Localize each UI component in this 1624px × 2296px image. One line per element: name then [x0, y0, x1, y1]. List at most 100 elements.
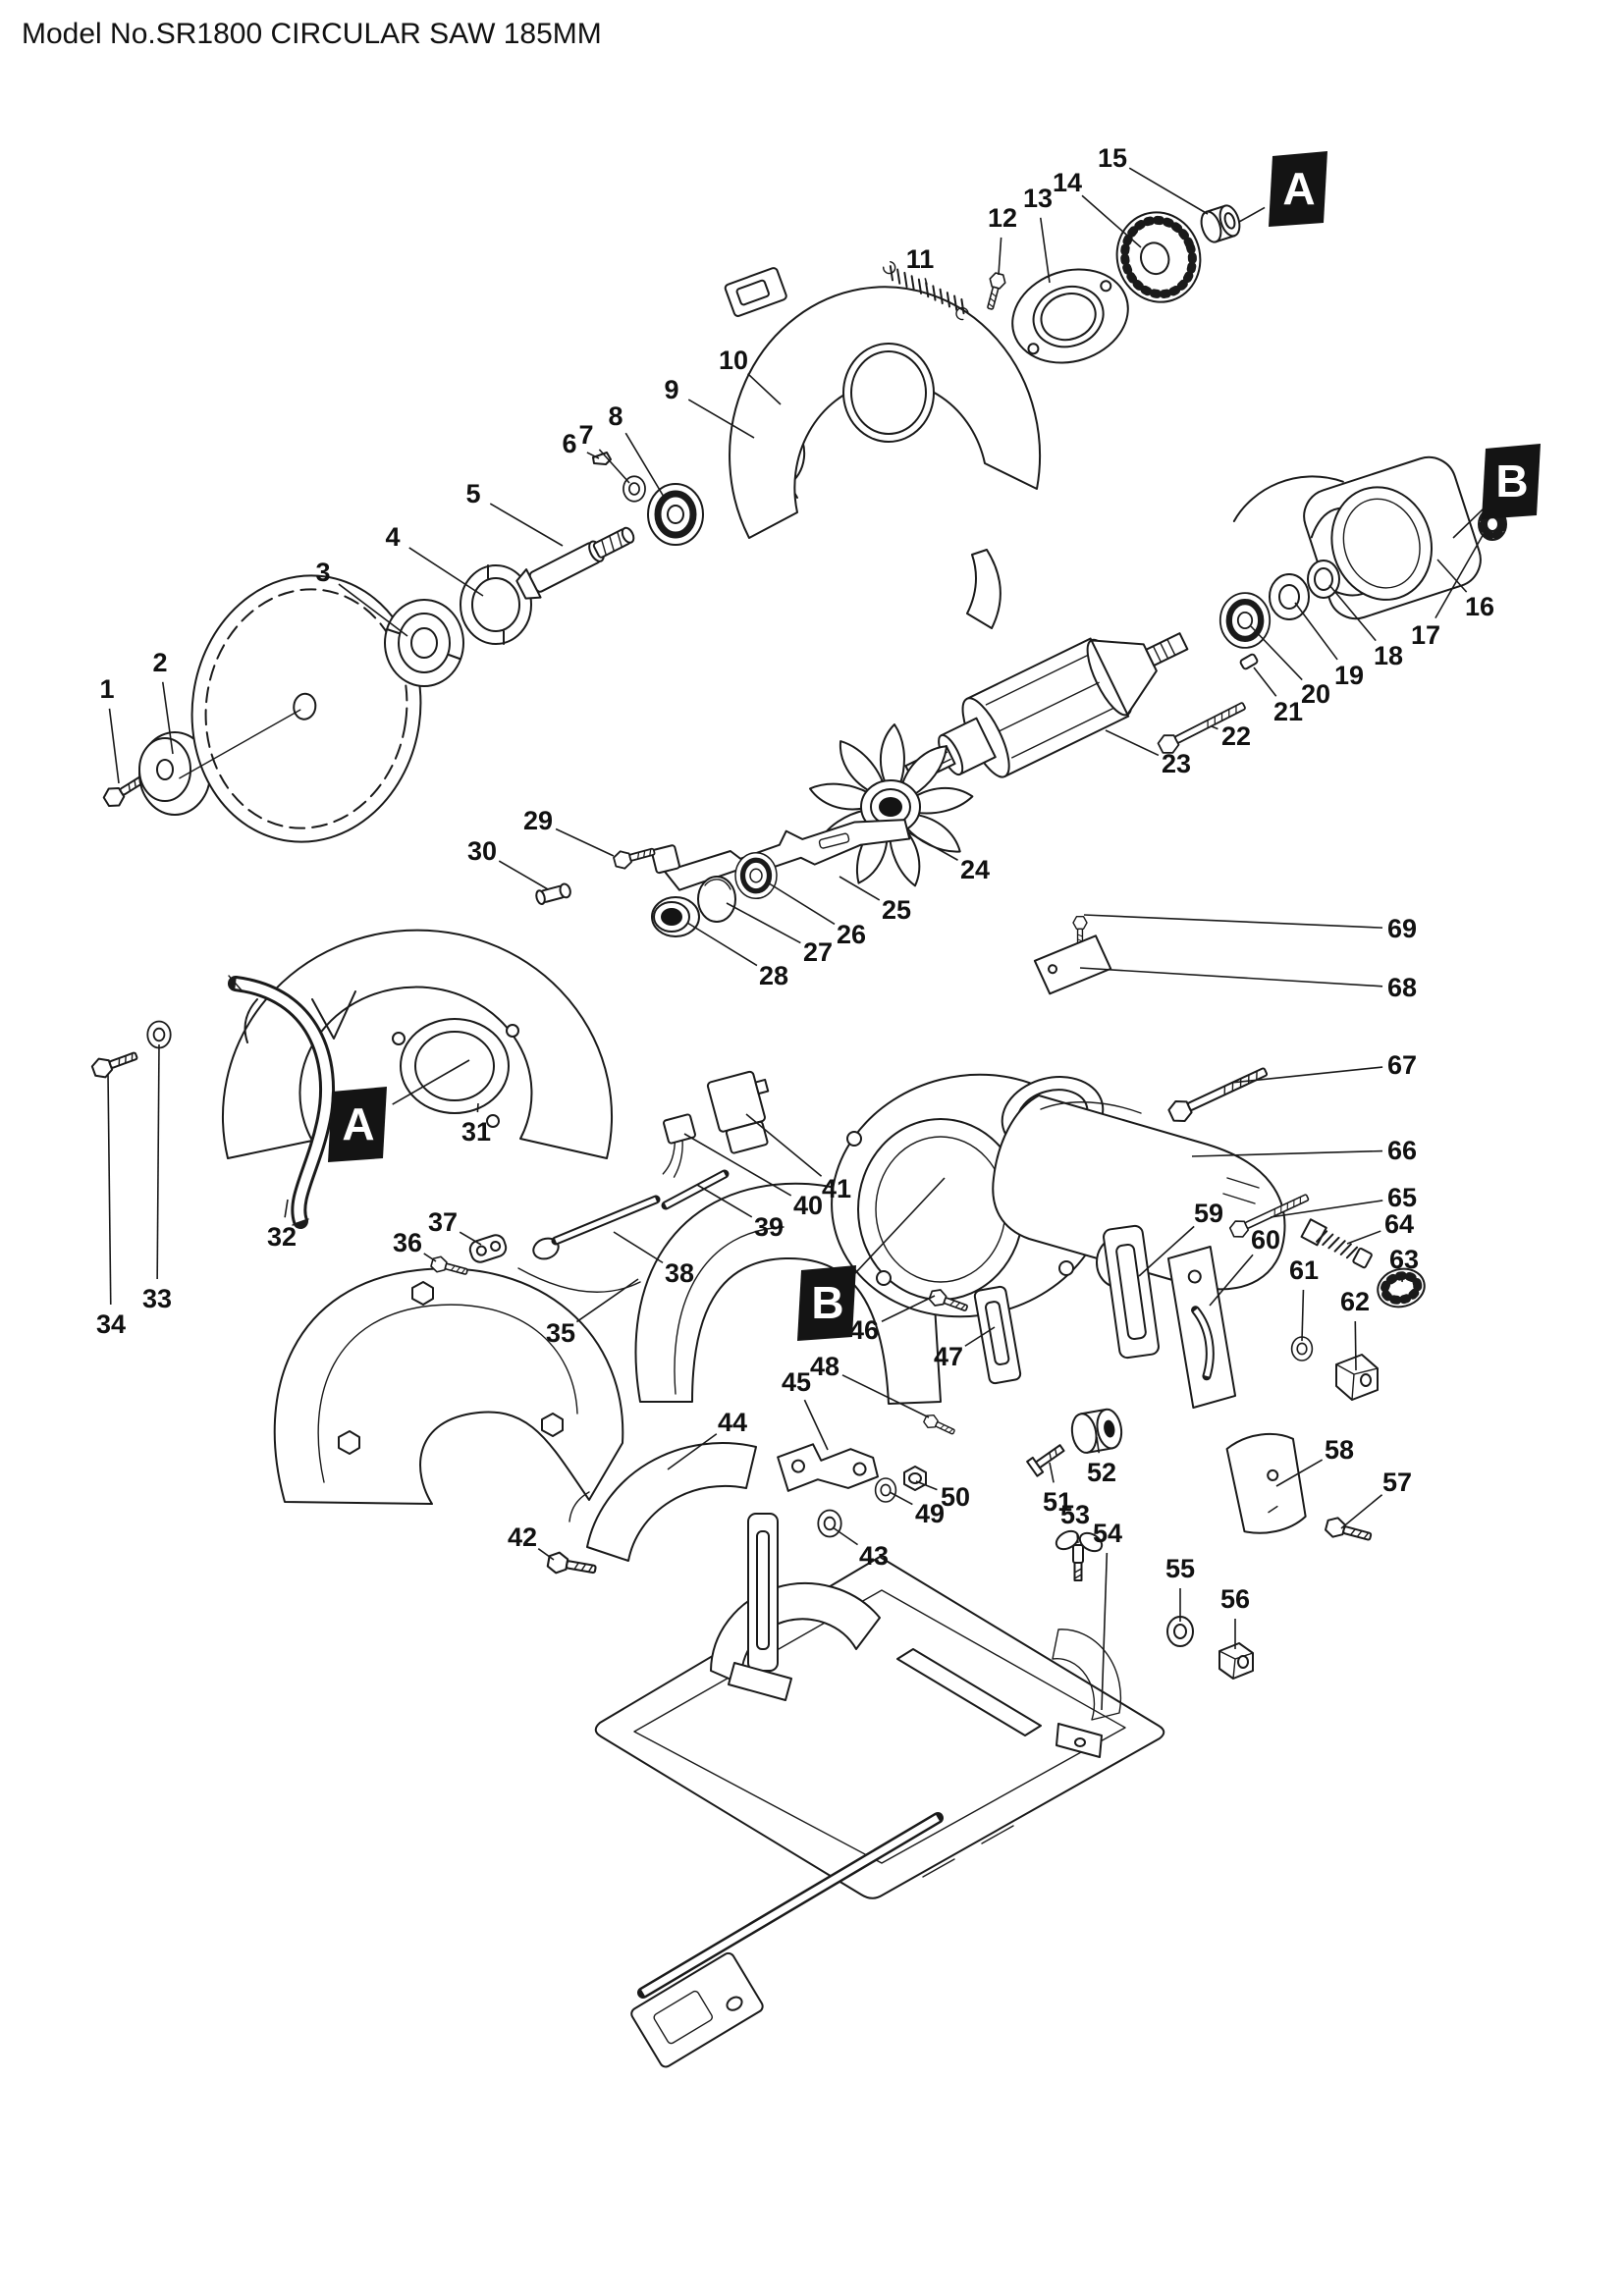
- ball-bearing-26: [735, 853, 777, 899]
- part-label-8: 8: [608, 401, 623, 431]
- leader-line-5: [489, 503, 564, 547]
- leader-line-45: [803, 1399, 829, 1451]
- part-label-44: 44: [718, 1408, 747, 1437]
- leader-line-22: [1211, 725, 1218, 730]
- part-label-18: 18: [1374, 641, 1403, 670]
- terminal-block-40: [662, 1113, 696, 1178]
- pin-30: [535, 882, 571, 905]
- stopper-plate-47: [973, 1285, 1022, 1385]
- leader-line-7: [598, 449, 630, 484]
- insulation-washer-27: [697, 876, 736, 923]
- part-label-7: 7: [578, 420, 593, 450]
- stator-16: [1232, 455, 1482, 620]
- leader-line-44: [667, 1433, 718, 1470]
- armature-23: [904, 632, 1189, 785]
- sleeve-bearing-15: [1200, 204, 1241, 243]
- part-label-17: 17: [1411, 620, 1440, 650]
- leader-line-29: [555, 828, 615, 857]
- section-marker-letter-B: B: [1495, 455, 1528, 507]
- part-label-21: 21: [1273, 697, 1303, 726]
- leader-line-58: [1275, 1459, 1324, 1487]
- part-label-22: 22: [1221, 721, 1251, 751]
- leader-line-19: [1294, 602, 1338, 661]
- part-label-58: 58: [1325, 1435, 1354, 1465]
- part-label-16: 16: [1465, 592, 1494, 621]
- screw-12: [981, 271, 1008, 312]
- leader-line-17: [1435, 531, 1486, 619]
- rubber-ring-28: [651, 896, 700, 937]
- section-marker-B: B: [1482, 444, 1541, 519]
- part-label-52: 52: [1087, 1458, 1116, 1487]
- plate-37: [468, 1234, 508, 1263]
- leader-line-20: [1250, 625, 1303, 681]
- part-label-57: 57: [1382, 1468, 1412, 1497]
- ball-bearing-20: [1220, 593, 1270, 648]
- handle-cover-35: [273, 1267, 624, 1505]
- part-label-9: 9: [664, 375, 678, 404]
- leader-line-25: [839, 876, 881, 901]
- leader-line-4: [408, 547, 484, 597]
- leader-line-46: [881, 1295, 936, 1322]
- leader-line-2: [161, 681, 174, 755]
- saw-blade: [179, 574, 422, 843]
- leader-line-50: [915, 1480, 938, 1491]
- part-label-24: 24: [960, 855, 990, 884]
- part-label-6: 6: [562, 429, 576, 458]
- part-label-69: 69: [1387, 914, 1417, 943]
- part-label-20: 20: [1301, 679, 1330, 709]
- leader-line-10: [747, 373, 782, 405]
- part-label-68: 68: [1387, 973, 1417, 1002]
- part-label-1: 1: [99, 674, 114, 704]
- name-plate-68: [1033, 934, 1112, 995]
- leader-line-59: [1138, 1225, 1195, 1277]
- marker-leader-A: [1238, 206, 1266, 223]
- bearing-retainer-13: [1011, 268, 1129, 364]
- part-label-19: 19: [1334, 661, 1364, 690]
- part-label-46: 46: [849, 1315, 879, 1345]
- part-label-50: 50: [941, 1482, 970, 1512]
- washer-49: [874, 1477, 897, 1503]
- leader-line-34: [107, 1073, 112, 1306]
- part-label-53: 53: [1060, 1500, 1090, 1529]
- leader-line-68: [1079, 967, 1383, 988]
- section-marker-A: A: [1269, 151, 1327, 227]
- part-label-39: 39: [754, 1212, 784, 1242]
- leader-line-37: [459, 1231, 482, 1246]
- part-label-3: 3: [315, 558, 330, 587]
- screw-57: [1323, 1515, 1375, 1548]
- leader-line-27: [726, 902, 801, 944]
- pivot-bracket-58: [1225, 1433, 1307, 1534]
- part-label-33: 33: [142, 1284, 172, 1313]
- part-label-55: 55: [1165, 1554, 1195, 1583]
- leader-line-65: [1270, 1200, 1383, 1218]
- part-label-60: 60: [1251, 1225, 1280, 1255]
- stopper-plate-59: [1103, 1224, 1160, 1360]
- part-label-65: 65: [1387, 1183, 1417, 1212]
- diagram-artwork: [89, 204, 1507, 2068]
- leader-line-69: [1083, 914, 1383, 929]
- inner-flange-3: [384, 599, 464, 687]
- bolt-67: [1165, 1060, 1272, 1127]
- spring-11: [883, 260, 969, 321]
- part-label-38: 38: [665, 1258, 694, 1288]
- leader-line-51: [1049, 1462, 1055, 1483]
- leader-line-28: [686, 922, 758, 967]
- part-label-11: 11: [906, 244, 935, 274]
- leader-line-13: [1039, 217, 1051, 284]
- part-label-2: 2: [152, 648, 167, 677]
- part-label-10: 10: [719, 346, 748, 375]
- pin-21: [1239, 653, 1259, 670]
- square-nut-62: [1335, 1354, 1379, 1401]
- screw-34: [89, 1044, 141, 1082]
- section-marker-letter-A: A: [342, 1098, 374, 1149]
- leader-line-1: [108, 708, 120, 784]
- key-6: [592, 452, 612, 465]
- part-label-51: 51: [1043, 1487, 1072, 1517]
- bevel-plate-60: [1166, 1245, 1237, 1410]
- base-plate: [594, 1513, 1165, 1899]
- guard-plate-32: [228, 975, 335, 1229]
- leader-line-62: [1354, 1320, 1357, 1371]
- leader-line-3: [338, 583, 408, 637]
- part-label-45: 45: [782, 1367, 811, 1397]
